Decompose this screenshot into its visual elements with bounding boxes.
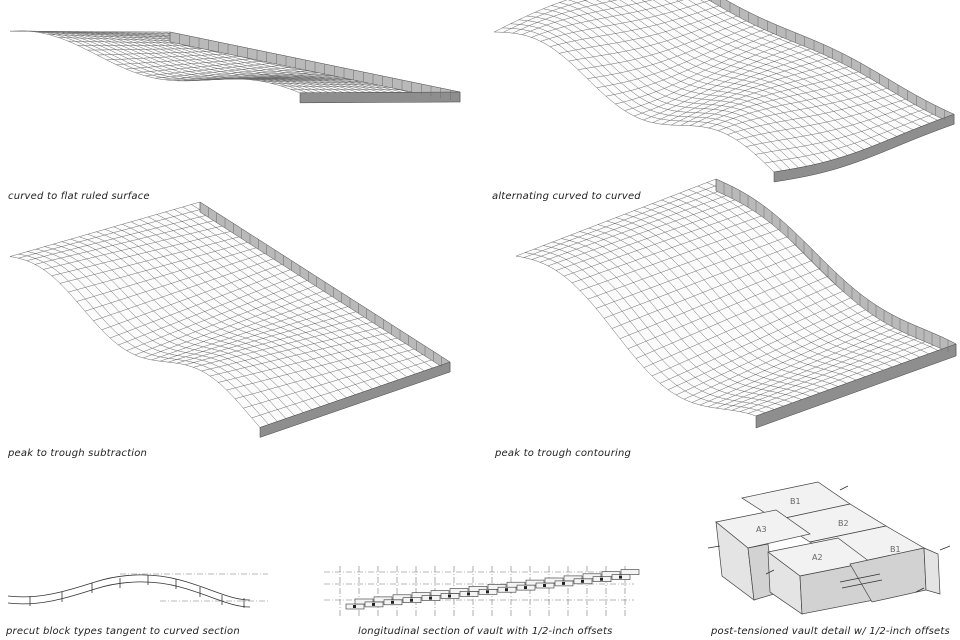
surface-edge — [169, 31, 461, 104]
panel-longitudinal-section: longitudinal section of vault with 1/2-i… — [318, 560, 640, 640]
block-label-b1: B1 — [790, 497, 801, 506]
curved-section-bottom — [7, 581, 251, 608]
panel-peak-trough-subtraction: peak to trough subtraction — [0, 201, 470, 468]
curved-section-top — [7, 574, 251, 601]
surface-peak-trough-contouring — [515, 178, 957, 429]
caption-longitudinal-section: longitudinal section of vault with 1/2-i… — [358, 626, 613, 637]
post-tension-tendons — [707, 485, 951, 593]
surface-mesh — [515, 178, 957, 417]
caption-precut-blocks: precut block types tangent to curved sec… — [6, 626, 240, 637]
panel-precut-blocks: precut block types tangent to curved sec… — [0, 560, 300, 640]
block-label-b1b: B1 — [890, 545, 901, 554]
panel-alternating-curved: alternating curved to curved — [482, 0, 960, 210]
block-b1b-front — [923, 547, 941, 595]
surface-peak-trough-subtraction — [9, 201, 451, 438]
curved-section-guides — [120, 573, 268, 602]
block-label-a2: A2 — [812, 553, 823, 562]
block-label-a3: A3 — [756, 525, 767, 534]
caption-peak-trough-contouring: peak to trough contouring — [495, 448, 632, 459]
panel-peak-trough-contouring: peak to trough contouring — [482, 178, 960, 468]
caption-peak-trough-subtraction: peak to trough subtraction — [8, 448, 148, 459]
panel-curved-to-flat: curved to flat ruled surface — [0, 0, 470, 210]
block-label-b2: B2 — [838, 519, 849, 528]
caption-curved-to-flat: curved to flat ruled surface — [8, 191, 150, 202]
caption-alternating-curved: alternating curved to curved — [492, 191, 641, 202]
surface-alternating-curved — [493, 0, 955, 183]
caption-vault-detail: post-tensioned vault detail w/ 1/2-inch … — [711, 626, 950, 637]
vault-detail-drawing: B1 A3 B2 A2 B1 — [707, 481, 951, 615]
surface-edge — [715, 178, 957, 429]
surface-mesh — [9, 201, 451, 428]
curved-section-blocks — [7, 573, 268, 608]
surface-edge — [708, 0, 955, 183]
block-joints — [29, 575, 245, 608]
panel-vault-detail: B1 A3 B2 A2 B1 post-tensioned vault deta… — [690, 478, 960, 640]
surface-curved-to-flat — [9, 30, 461, 104]
section-blocks — [345, 569, 640, 610]
longitudinal-section — [324, 566, 640, 616]
surface-edge — [199, 201, 451, 438]
